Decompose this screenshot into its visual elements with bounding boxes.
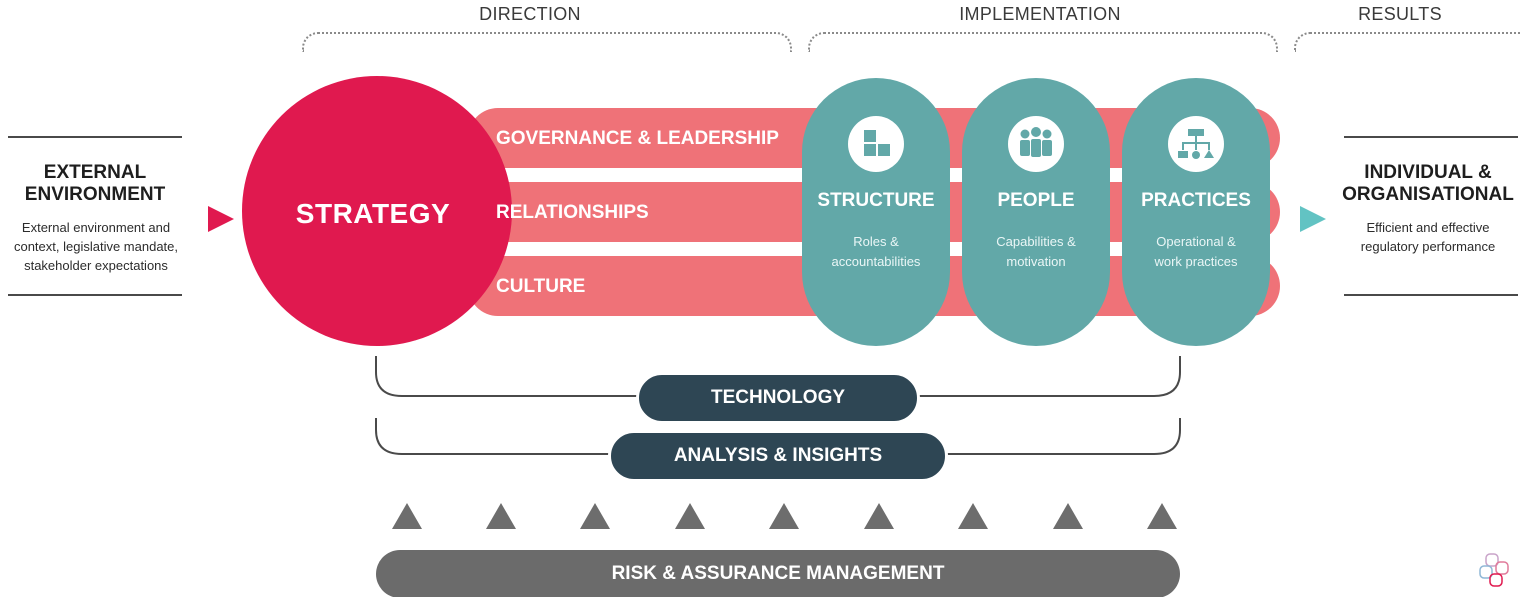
phase-implementation-label: IMPLEMENTATION (959, 4, 1121, 24)
implementation-bracket (808, 32, 1278, 52)
pillar-subtitle-people: Capabilities & motivation (996, 234, 1076, 269)
pillar-people: PEOPLE Capabilities & motivation (962, 78, 1110, 346)
pillar-subtitle-practices: Operational & work practices (1154, 234, 1238, 269)
support-triangle-icon (675, 503, 705, 529)
input-arrow-icon (208, 206, 234, 232)
results-bottom-rule (1344, 294, 1518, 296)
risk-assurance-bar: RISK & ASSURANCE MANAGEMENT (376, 550, 1180, 597)
support-triangle-icon (392, 503, 422, 529)
direction-bracket (302, 32, 792, 52)
pillar-title-structure: STRUCTURE (817, 190, 935, 211)
strategy-label: STRATEGY (295, 198, 451, 229)
external-top-rule (8, 136, 182, 138)
external-title: EXTERNAL ENVIRONMENT (24, 162, 166, 205)
pillar-practices: PRACTICES Operational & work practices (1122, 78, 1270, 346)
output-arrow-icon (1300, 206, 1326, 232)
technology-pill: TECHNOLOGY (636, 372, 920, 424)
brand-logo-icon (1479, 553, 1509, 587)
people-group-icon (1008, 116, 1064, 172)
external-bottom-rule (8, 294, 182, 296)
enabler-brackets (375, 356, 1181, 455)
external-description: External environment and context, legisl… (13, 220, 179, 273)
support-triangle-icon (486, 503, 516, 529)
support-triangle-icon (958, 503, 988, 529)
pillar-title-practices: PRACTICES (1141, 190, 1251, 211)
results-description: Efficient and effective regulatory perfo… (1360, 220, 1496, 254)
process-flow-icon (1168, 116, 1224, 172)
band-label-relationships: RELATIONSHIPS (496, 202, 649, 223)
support-triangle-icon (769, 503, 799, 529)
phase-results-label: RESULTS (1358, 4, 1442, 24)
support-triangle-icon (864, 503, 894, 529)
support-triangle-icon (1053, 503, 1083, 529)
results-top-rule (1344, 136, 1518, 138)
support-triangle-icon (580, 503, 610, 529)
phase-direction-label: DIRECTION (479, 4, 581, 24)
pillar-title-people: PEOPLE (997, 190, 1075, 211)
structure-blocks-icon (848, 116, 904, 172)
pillar-subtitle-structure: Roles & accountabilities (831, 234, 921, 269)
strategy-circle (242, 76, 512, 346)
results-bracket (1294, 32, 1520, 52)
analysis-insights-pill: ANALYSIS & INSIGHTS (608, 430, 948, 482)
band-label-culture: CULTURE (496, 276, 586, 297)
results-title: INDIVIDUAL & ORGANISATIONAL (1342, 162, 1514, 205)
pillar-structure: STRUCTURE Roles & accountabilities (802, 78, 950, 346)
support-triangle-icon (1147, 503, 1177, 529)
band-label-governance: GOVERNANCE & LEADERSHIP (496, 128, 779, 149)
